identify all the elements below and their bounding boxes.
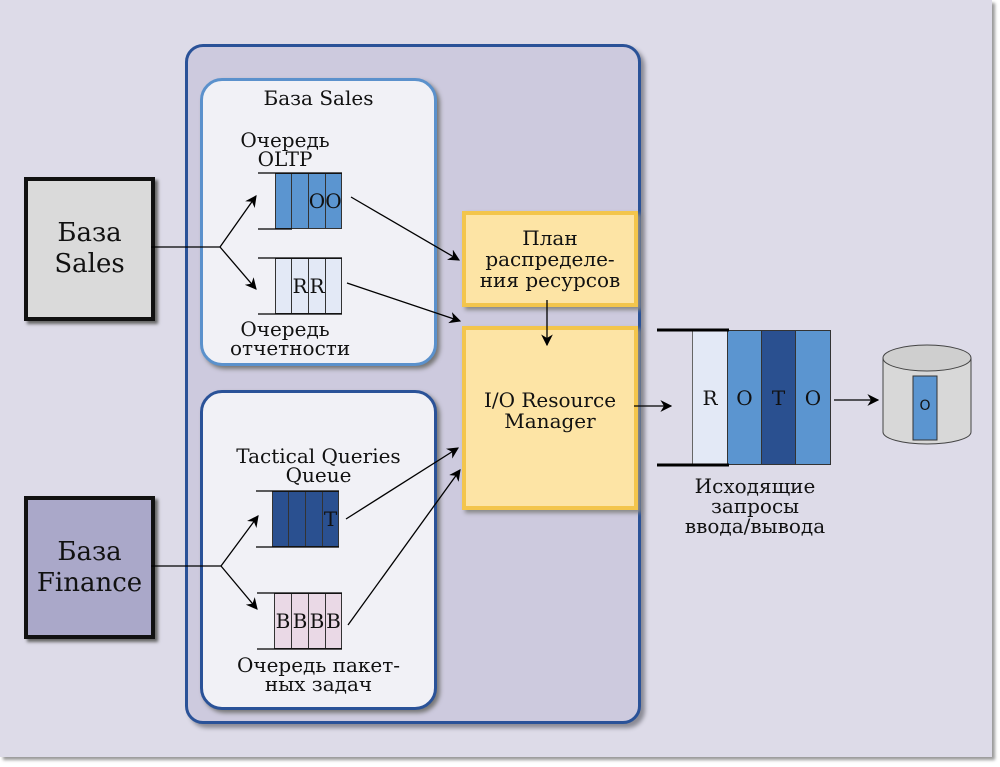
sales-group-title: База Sales — [263, 86, 374, 110]
arrow-to-tactical-queue — [220, 515, 259, 567]
outgoing-queue-label-2: запросы — [710, 494, 800, 518]
finance-database-group — [200, 390, 437, 710]
arrow-to-oltp-queue — [219, 195, 257, 248]
disk-item-label: O — [919, 398, 931, 414]
tactical-queue-label-2: Queue — [285, 463, 352, 487]
arrow-tactical-to-manager — [345, 447, 459, 520]
tactical-queue-slot: T — [322, 491, 339, 547]
oltp-queue-slot: O — [325, 173, 342, 229]
batch-queue-label-2: ных задач — [264, 672, 373, 696]
outgoing-queue-label-3: ввода/вывода — [684, 514, 826, 538]
reporting-queue-label-1: Очередь — [240, 317, 330, 341]
oltp-queue-label-1: Очередь — [240, 128, 330, 152]
outgoing-queue-slot: O — [727, 330, 762, 465]
oltp-queue: O O — [275, 173, 342, 229]
outgoing-queue-rails — [657, 328, 729, 467]
disk-icon — [882, 344, 972, 445]
outgoing-queue-slot: R — [692, 330, 728, 465]
batch-queue-slot: B — [325, 593, 342, 649]
io-manager-line2: Manager — [504, 409, 596, 433]
outgoing-queue-slot: O — [795, 330, 831, 465]
source-finance-line2: Finance — [36, 567, 143, 598]
arrow-to-batch-queue — [220, 565, 258, 610]
source-sales-line2: Sales — [54, 249, 125, 279]
resource-plan-line1: План — [522, 225, 578, 250]
io-manager-line1: I/O Resource — [483, 388, 617, 412]
batch-queue-label-1: Очередь пакет- — [236, 653, 401, 677]
arrow-reporting-to-manager — [346, 282, 462, 324]
arrow-batch-to-manager — [347, 469, 461, 626]
reporting-queue-label-2: отчетности — [230, 336, 351, 360]
arrow-to-reporting-queue — [219, 246, 257, 290]
outgoing-io-queue: R O T O — [692, 330, 831, 465]
resource-plan-line3: ния ресурсов — [479, 267, 621, 292]
reporting-queue-slot: R — [308, 258, 326, 314]
resource-plan-line2: распределе- — [485, 246, 615, 271]
oltp-queue-label-2: OLTP — [257, 147, 313, 171]
reporting-queue: R R — [275, 258, 342, 314]
source-sales-line1: База — [57, 218, 122, 248]
queue-rails — [256, 172, 342, 650]
tactical-queue-label-1: Tactical Queries — [236, 444, 401, 468]
outgoing-queue-label-1: Исходящие — [694, 474, 816, 498]
source-finance-line1: База — [57, 536, 122, 567]
arrow-oltp-to-plan — [350, 196, 461, 261]
disk-io-item — [912, 375, 938, 441]
